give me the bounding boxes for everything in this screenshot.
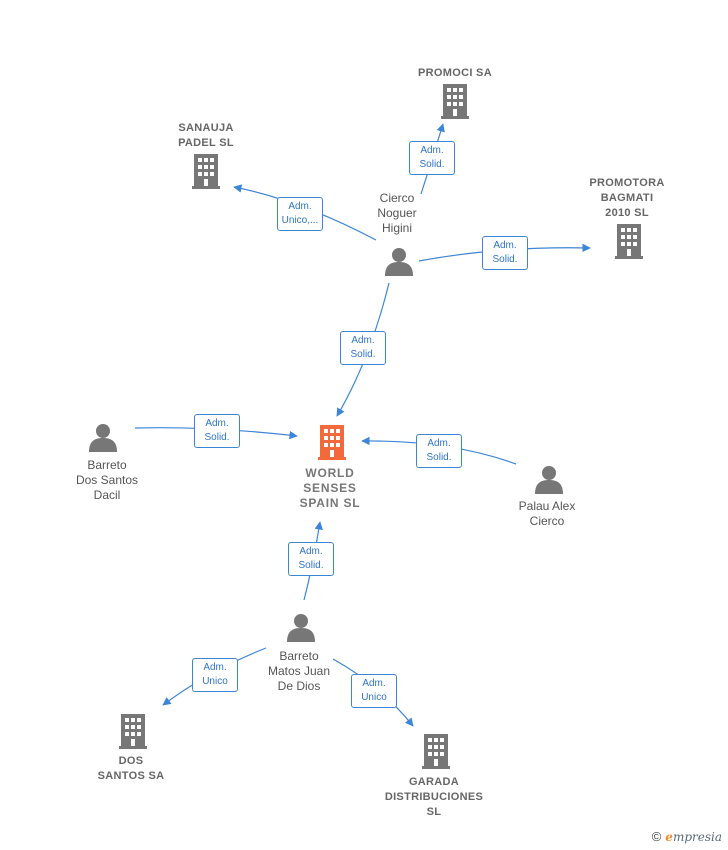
role-badge-palau-world[interactable]: Adm. Solid.	[416, 434, 462, 468]
person-icon-cierco[interactable]	[385, 248, 413, 276]
building-icon-sanauja[interactable]	[192, 154, 220, 189]
building-icon-bagmati[interactable]	[615, 224, 643, 259]
empresia-logo[interactable]: empresia	[665, 829, 722, 844]
node-label-sanauja[interactable]: SANAUJA PADEL SL	[178, 122, 234, 149]
person-icon-barreto-dacil[interactable]	[89, 424, 117, 452]
node-label-barreto-dacil[interactable]: Barreto Dos Santos Dacil	[75, 458, 139, 502]
nodes-layer	[89, 84, 643, 769]
node-label-cierco[interactable]: Cierco Noguer Higini	[377, 191, 417, 235]
copyright-icon: ©	[651, 829, 662, 844]
role-badge-juan-dos-santos[interactable]: Adm. Unico	[192, 658, 238, 692]
building-icon-dos-santos[interactable]	[119, 714, 147, 749]
role-badge-juan-garada[interactable]: Adm. Unico	[351, 674, 397, 708]
role-badge-cierco-promoci[interactable]: Adm. Solid.	[409, 141, 455, 175]
building-icon-promoci[interactable]	[441, 84, 469, 119]
node-label-promoci[interactable]: PROMOCI SA	[418, 67, 492, 79]
node-label-dos-santos[interactable]: DOS SANTOS SA	[97, 755, 165, 782]
node-label-world-senses[interactable]: WORLD SENSES SPAIN SL	[299, 466, 361, 510]
role-badge-juan-world[interactable]: Adm. Solid.	[288, 542, 334, 576]
person-icon-barreto-juan[interactable]	[287, 614, 315, 642]
role-badge-cierco-bagmati[interactable]: Adm. Solid.	[482, 236, 528, 270]
node-label-garada[interactable]: GARADA DISTRIBUCIONES SL	[384, 776, 484, 818]
node-label-barreto-juan[interactable]: Barreto Matos Juan De Dios	[267, 649, 331, 693]
node-label-bagmati[interactable]: PROMOTORA BAGMATI 2010 SL	[589, 177, 665, 219]
building-icon-world[interactable]	[318, 425, 346, 460]
copyright-footer: © empresia	[652, 829, 722, 844]
person-icon-palau[interactable]	[535, 466, 563, 494]
role-badge-cierco-world[interactable]: Adm. Solid.	[340, 331, 386, 365]
node-label-palau[interactable]: Palau Alex Cierco	[518, 499, 576, 528]
role-badge-cierco-sanauja[interactable]: Adm. Unico,...	[277, 197, 323, 231]
building-icon-garada[interactable]	[422, 734, 450, 769]
role-badge-dacil-world[interactable]: Adm. Solid.	[194, 414, 240, 448]
